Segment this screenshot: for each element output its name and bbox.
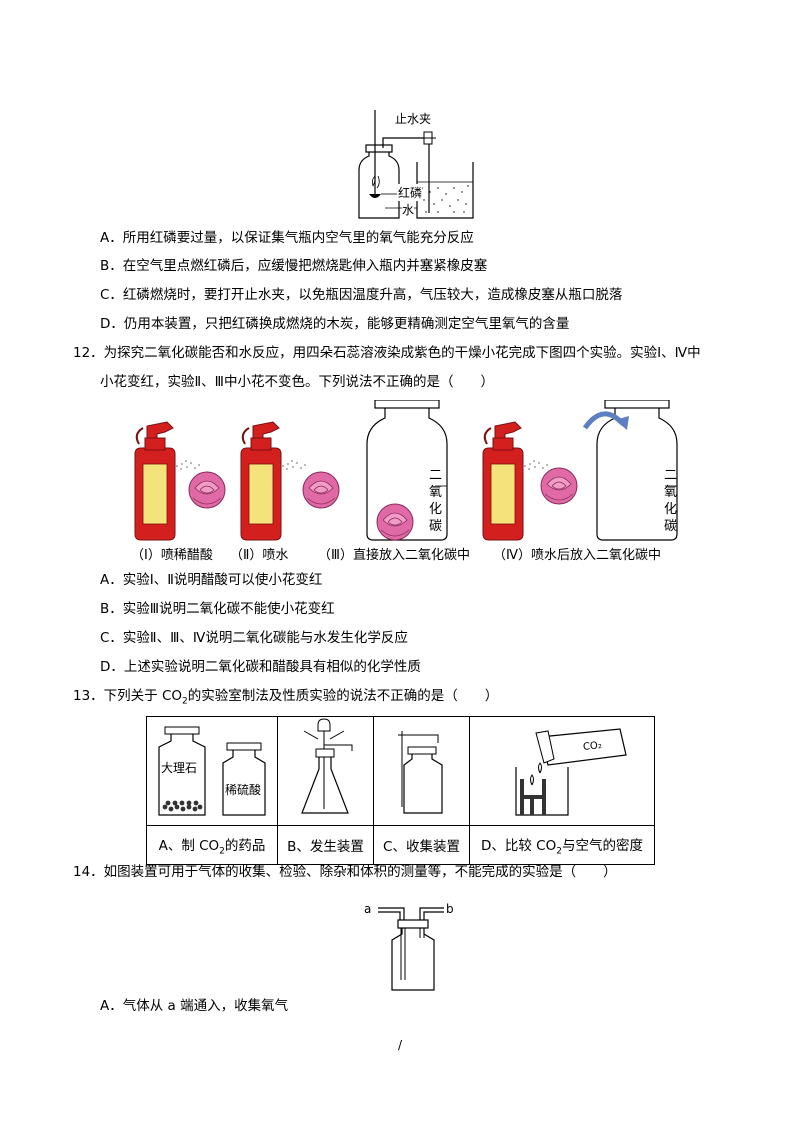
q13-stem: 13．下列关于 CO2的实验室制法及性质实验的说法不正确的是（ ） xyxy=(73,688,499,707)
q12-option-c: C．实验Ⅱ、Ⅲ、Ⅳ说明二氧化碳能与水发生化学反应 xyxy=(100,630,408,646)
dilute-sulfuric-acid-label: 稀硫酸 xyxy=(225,783,262,797)
page-mark: / xyxy=(398,1038,403,1052)
q12-caption-ii: （Ⅱ）喷水 xyxy=(230,548,289,563)
q12-stem-line2: 小花变红，实验Ⅱ、Ⅲ中小花不变色。下列说法不正确的是（ ） xyxy=(100,374,494,390)
density-comparison-figure xyxy=(515,728,627,816)
q12-co2-label-iii: 二 氧 化 碳 xyxy=(429,468,443,534)
collection-apparatus-figure xyxy=(398,731,443,814)
marble-label: 大理石 xyxy=(161,761,198,775)
reagent-bottles-figure xyxy=(158,726,266,816)
q12-caption-iii: （Ⅲ）直接放入二氧化碳中 xyxy=(318,548,470,563)
q12-caption-iv: （Ⅳ）喷水后放入二氧化碳中 xyxy=(493,548,661,563)
q12-option-b: B．实验Ⅲ说明二氧化碳不能使小花变红 xyxy=(100,601,335,617)
q12-option-a: A．实验Ⅰ、Ⅱ说明醋酸可以使小花变红 xyxy=(100,572,323,588)
q13-caption-b: B、发生装置 xyxy=(277,825,374,865)
q13-caption-c: C、收集装置 xyxy=(373,825,470,865)
co2-bottle-label: CO₂ xyxy=(582,740,603,753)
q11-option-a: A．所用红磷要过量，以保证集气瓶内空气里的氧气能充分反应 xyxy=(100,230,474,246)
q14-option-a: A．气体从 a 端通入，收集氧气 xyxy=(100,998,289,1014)
port-b-label: b xyxy=(446,902,454,916)
phosphorus-label: 红磷 xyxy=(398,184,423,201)
q14-stem: 14．如图装置可用于气体的收集、检验、除杂和体积的测量等，不能完成的实验是（ ） xyxy=(73,864,617,880)
q12-experiment-figure xyxy=(134,400,678,541)
q13-caption-a: A、制 CO2的药品 xyxy=(146,825,278,865)
q11-option-c: C．红磷燃烧时，要打开止水夹，以免瓶因温度升高，气压较大，造成橡皮塞从瓶口脱落 xyxy=(100,287,623,303)
q12-co2-label-iv: 二 氧 化 碳 xyxy=(664,468,678,534)
q12-caption-i: （Ⅰ）喷稀醋酸 xyxy=(131,548,213,563)
q13-cell-c-figure xyxy=(373,716,470,826)
q11-option-d: D．仍用本装置，只把红磷换成燃烧的木炭，能够更精确测定空气里氧气的含量 xyxy=(100,316,570,332)
q13-cell-d-figure: CO₂ xyxy=(469,716,655,826)
q11-option-b: B．在空气里点燃红磷后，应缓慢把燃烧匙伸入瓶内并塞紧橡皮塞 xyxy=(100,258,488,274)
clip-label: 止水夹 xyxy=(395,112,432,126)
q14-bottle-figure xyxy=(378,907,444,991)
port-a-label: a xyxy=(364,902,372,916)
q12-stem-line1: 12．为探究二氧化碳能否和水反应，用四朵石蕊溶液染成紫色的干燥小花完成下图四个实… xyxy=(73,345,701,361)
q13-caption-d: D、比较 CO2与空气的密度 xyxy=(469,825,655,865)
water-label: 水 xyxy=(402,201,415,218)
generation-apparatus-figure xyxy=(301,718,353,814)
q13-cell-a-figure: 大理石 稀硫酸 xyxy=(146,716,278,826)
q13-cell-b-figure xyxy=(277,716,374,826)
q12-option-d: D．上述实验说明二氧化碳和醋酸具有相似的化学性质 xyxy=(100,659,421,675)
q13-table: 大理石 稀硫酸 xyxy=(146,716,655,865)
